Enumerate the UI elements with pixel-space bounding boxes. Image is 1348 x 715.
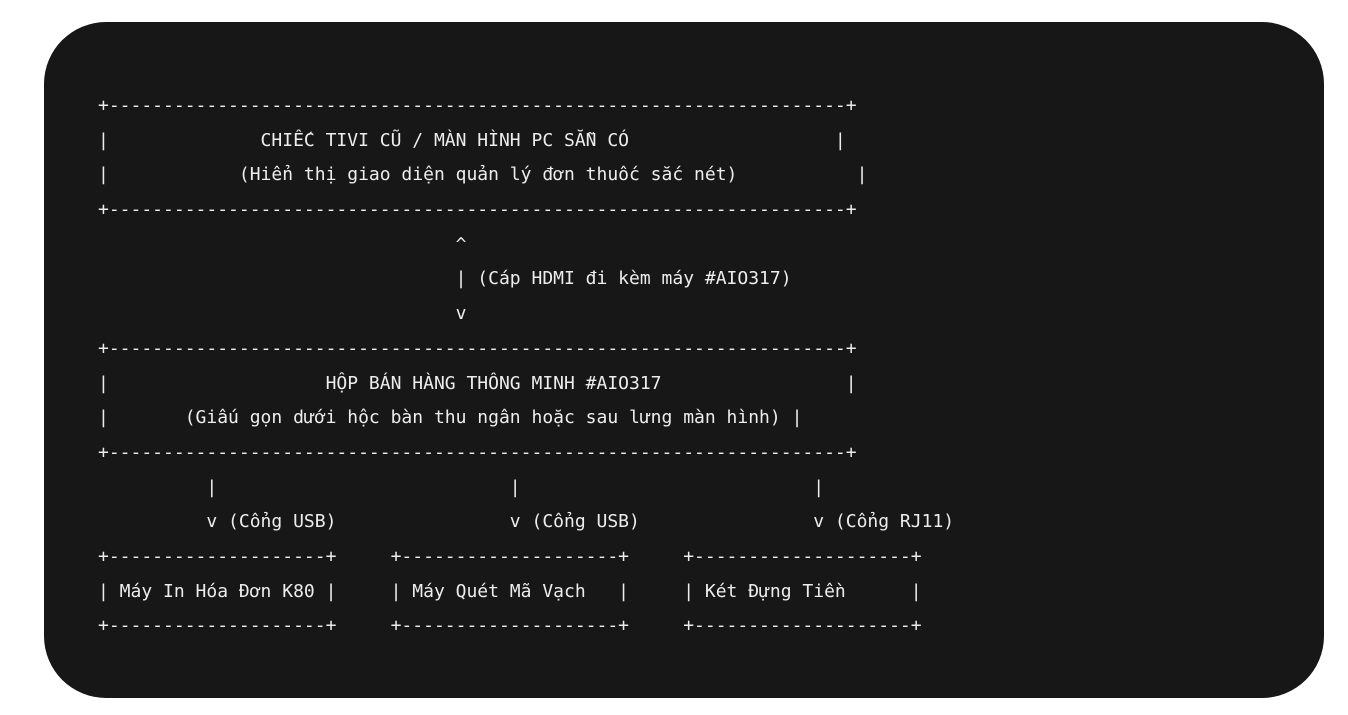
code-block-panel bbox=[44, 22, 1324, 698]
ascii-diagram: +---------------------------------------… bbox=[98, 89, 954, 644]
diagram-line-up-arrow: ^ bbox=[98, 233, 467, 255]
diagram-line-box-title: | HỘP BÁN HÀNG THÔNG MINH #AIO317 | bbox=[98, 372, 857, 394]
diagram-line-connectors: | | | bbox=[98, 476, 825, 498]
diagram-line-down-arrow: v bbox=[98, 303, 467, 325]
diagram-line-device-bottom-borders: +--------------------+ +----------------… bbox=[98, 615, 922, 637]
diagram-line-box-subtitle: | (Giấu gọn dưới hộc bàn thu ngân hoặc s… bbox=[98, 407, 803, 429]
diagram-line-tv-top-border: +---------------------------------------… bbox=[98, 95, 857, 116]
diagram-line-device-top-borders: +--------------------+ +----------------… bbox=[98, 545, 922, 567]
diagram-line-tv-subtitle: | (Hiển thị giao diện quản lý đơn thuốc … bbox=[98, 164, 868, 186]
diagram-line-box-bottom-border: +---------------------------------------… bbox=[98, 441, 857, 463]
diagram-line-tv-bottom-border: +---------------------------------------… bbox=[98, 199, 857, 221]
diagram-line-tv-title: | CHIẾC TIVI CŨ / MÀN HÌNH PC SẴN CÓ | bbox=[98, 129, 846, 151]
diagram-line-port-labels: v (Cổng USB) v (Cổng USB) v (Cổng RJ11) bbox=[98, 511, 955, 533]
diagram-line-hdmi-label: | (Cáp HDMI đi kèm máy #AIO317) bbox=[98, 268, 792, 290]
diagram-line-box-top-border: +---------------------------------------… bbox=[98, 337, 857, 359]
diagram-line-device-names: | Máy In Hóa Đơn K80 | | Máy Quét Mã Vạc… bbox=[98, 580, 922, 602]
